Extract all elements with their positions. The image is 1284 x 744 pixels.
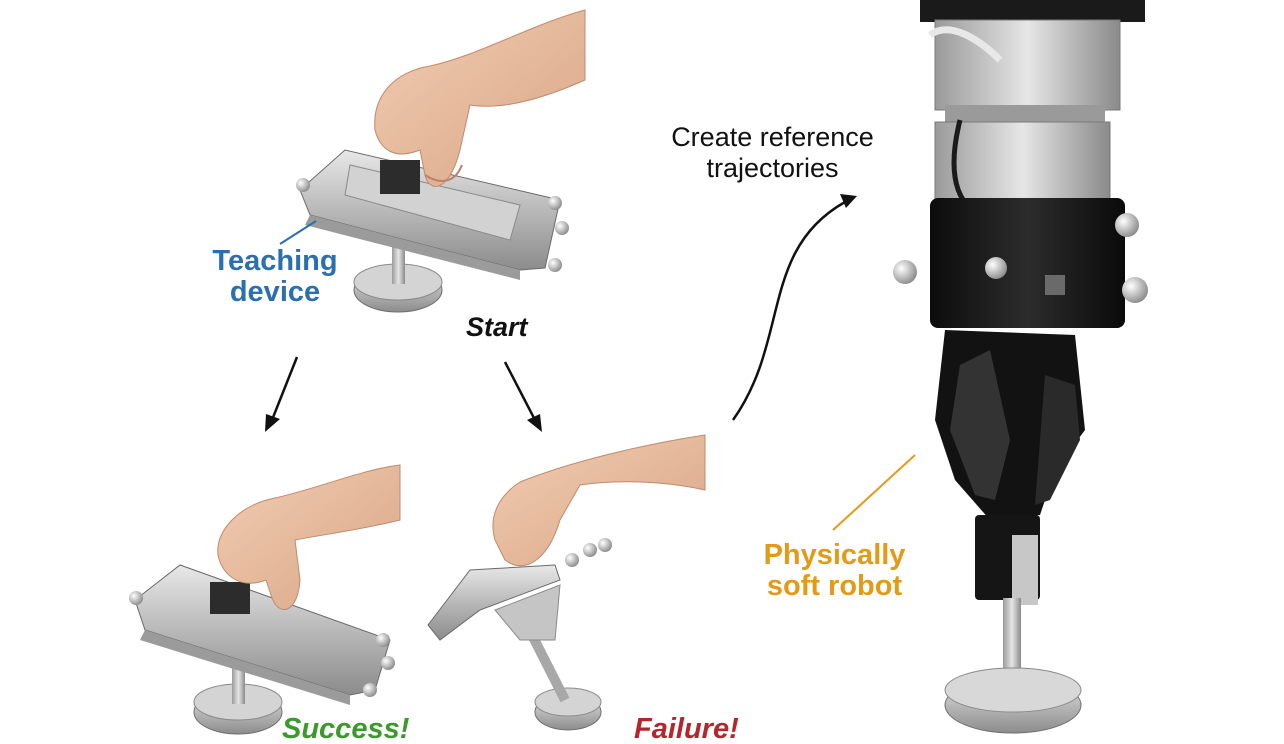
teaching-leader-line [279,220,317,245]
create-label-line1: Create reference [671,122,874,152]
teaching-label-line2: device [229,276,321,308]
arrow-to-success [265,356,299,432]
arrow-to-failure [503,361,542,432]
create-label-line2: trajectories [706,153,839,183]
success-photo [129,464,401,735]
success-label: Success! [282,713,410,744]
create-trajectories-label: Create reference trajectories [650,122,895,184]
failure-photo [427,434,706,731]
arrow-to-robot [731,194,857,421]
soft-robot-leader-line [832,454,916,531]
start-label: Start [466,312,528,342]
soft-label-line2: soft robot [766,570,903,602]
failure-label: Failure! [634,713,739,744]
teaching-label-line1: Teaching [212,245,338,277]
soft-robot-label: Physically soft robot [752,540,917,602]
teaching-device-photo [296,9,586,313]
soft-label-line1: Physically [763,539,906,571]
soft-robot-photo [893,0,1148,734]
teaching-device-label: Teaching device [200,246,350,308]
